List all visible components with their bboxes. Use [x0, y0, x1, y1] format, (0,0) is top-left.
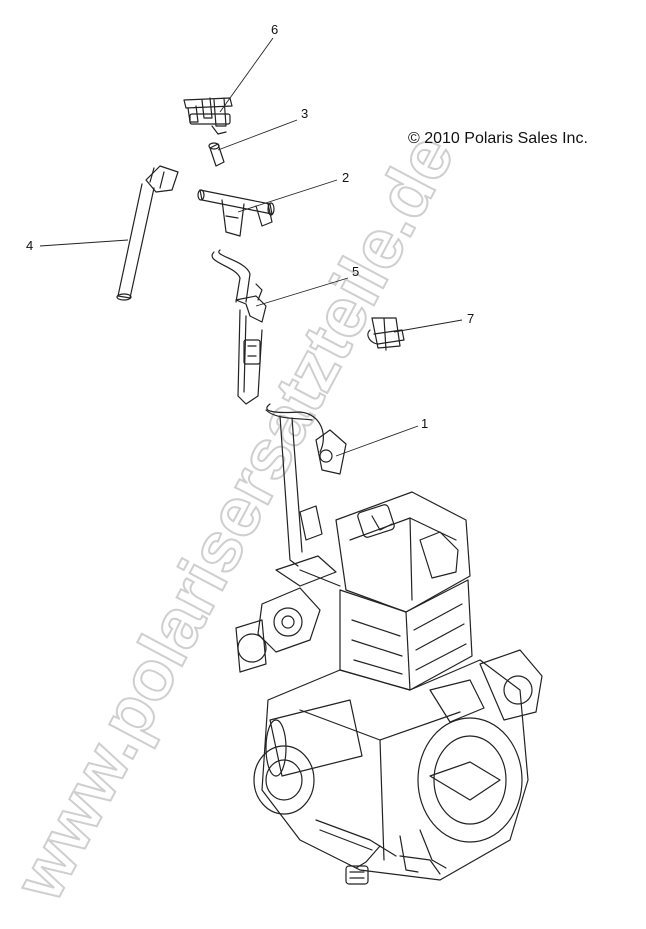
callout-4: 4	[26, 238, 33, 253]
copyright-notice: © 2010 Polaris Sales Inc.	[408, 130, 588, 147]
leader-line-7	[393, 319, 463, 333]
leader-lines	[39, 37, 463, 457]
leader-line-6	[219, 37, 274, 113]
leader-line-4	[39, 239, 129, 247]
callout-2: 2	[342, 170, 349, 185]
part-4-hose[interactable]	[116, 165, 179, 301]
part-5-breather-hose[interactable]	[211, 249, 267, 405]
part-7-clip[interactable]	[367, 317, 405, 351]
leader-line-2	[237, 179, 338, 213]
part-2-tee-fitting[interactable]	[197, 189, 275, 237]
callout-7: 7	[467, 311, 474, 326]
part-6-clip-bracket[interactable]	[183, 97, 233, 135]
leader-line-5	[255, 277, 349, 307]
callout-6: 6	[271, 22, 278, 37]
leader-line-1	[335, 425, 419, 457]
watermark-text: www.polarisersatzteile.de	[0, 122, 469, 913]
callout-3: 3	[301, 106, 308, 121]
callout-5: 5	[352, 264, 359, 279]
part-3-plug[interactable]	[208, 142, 225, 167]
engine-assembly	[235, 491, 543, 885]
callout-1: 1	[421, 416, 428, 431]
leader-line-3	[217, 119, 298, 151]
